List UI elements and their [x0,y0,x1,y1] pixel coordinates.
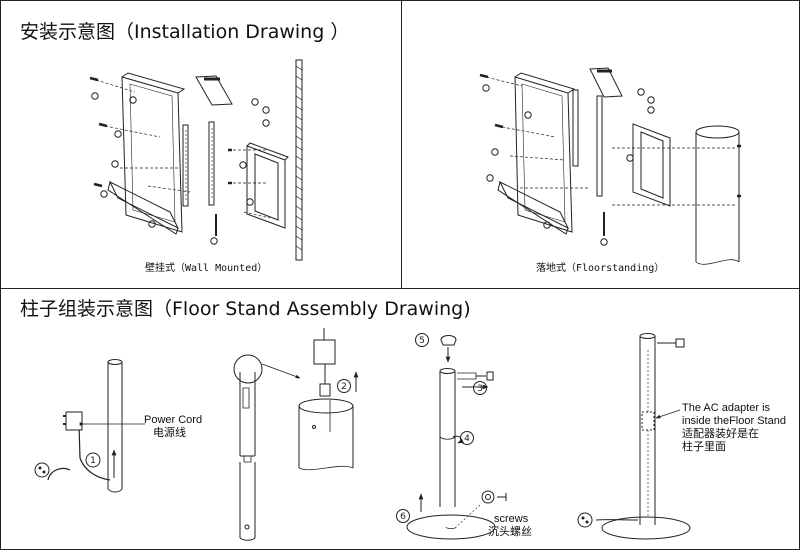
ac-adapter-note: The AC adapter is inside theFloor Stand … [682,402,786,453]
step-1-number: 1 [90,456,96,466]
step-3-to-6-base-assembly [397,334,507,540]
step-1-power-cord [35,360,145,493]
wall-mounted-caption: 壁挂式（Wall Mounted） [145,263,268,274]
step-5-number: 5 [419,336,425,346]
floorstanding-exploded-view [480,68,741,264]
final-assembled-stand [578,334,690,540]
installation-title: 安装示意图（Installation Drawing ） [20,21,350,43]
step-6-number: 6 [400,512,406,522]
step-2-number: 2 [341,382,347,392]
step-3-number: 3 [477,384,483,394]
floor-stand-title: 柱子组装示意图（Floor Stand Assembly Drawing) [20,298,471,320]
step-number-labels: 1 2 3 4 5 6 [90,336,483,522]
screws-label: screws 沉头螺丝 [488,513,532,538]
floorstanding-caption: 落地式（Floorstanding） [536,263,665,274]
power-cord-label: Power Cord 电源线 [144,414,203,439]
wall-mount-exploded-view [90,60,302,260]
step-4-number: 4 [464,434,470,444]
step-2-insert-adapter [234,328,359,540]
